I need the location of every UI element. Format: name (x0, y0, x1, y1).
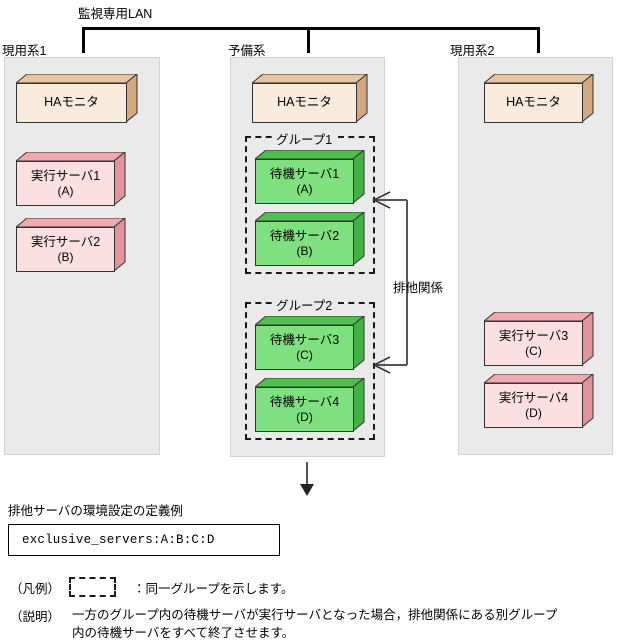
box-sublabel: (A) (57, 183, 74, 198)
box-label: 待機サーバ2 (269, 228, 340, 243)
box-face: 待機サーバ1 (A) (255, 159, 354, 204)
lan-drop-genyo1 (82, 27, 85, 53)
box-label: HAモニタ (277, 95, 332, 110)
box-face: 待機サーバ4 (D) (255, 387, 354, 432)
box-label: 実行サーバ1 (30, 168, 101, 183)
box-sublabel: (D) (525, 405, 542, 420)
box-sublabel: (D) (296, 409, 313, 424)
definition-title: 排他サーバの環境設定の定義例 (8, 504, 183, 518)
box-label: 待機サーバ4 (269, 394, 340, 409)
exclusion-relation-label: 排他関係 (393, 281, 444, 295)
flow-down-arrow-icon (300, 462, 314, 496)
group-label-1: グループ1 (272, 129, 337, 148)
box-label: 待機サーバ1 (269, 166, 340, 181)
box-face: 実行サーバ3 (C) (484, 321, 583, 366)
legend-description: ：同一グループを示します。 (133, 582, 294, 596)
box-face: HAモニタ (16, 83, 127, 123)
legend-dashed-swatch (69, 577, 116, 597)
box-label: HAモニタ (506, 95, 561, 110)
box-face: 実行サーバ4 (D) (484, 383, 583, 428)
box-standby-server-1: 待機サーバ1 (A) (255, 150, 365, 204)
box-face: HAモニタ (252, 83, 357, 123)
lan-drop-yobi (307, 27, 310, 53)
box-face: 待機サーバ3 (C) (255, 325, 354, 370)
box-face: 待機サーバ2 (B) (255, 221, 354, 266)
config-example-box: exclusive_servers:A:B:C:D (8, 524, 280, 556)
box-sublabel: (C) (296, 347, 313, 362)
description-key-label: （説明） (10, 610, 61, 624)
box-sublabel: (A) (296, 181, 313, 196)
legend-key-label: （凡例） (10, 582, 61, 596)
box-running-server-2: 実行サーバ2 (B) (16, 218, 126, 272)
config-example-text: exclusive_servers:A:B:C:D (22, 533, 215, 547)
lan-bus-line (82, 27, 540, 30)
box-face: 実行サーバ2 (B) (16, 227, 115, 272)
box-standby-server-3: 待機サーバ3 (C) (255, 316, 365, 370)
exclusion-bracket (372, 191, 408, 374)
group-label-2: グループ2 (272, 295, 337, 314)
box-face: HAモニタ (484, 83, 583, 123)
box-ha-monitor-genyo2: HAモニタ (484, 74, 594, 123)
panel-title-yobi: 予備系 (228, 44, 266, 58)
box-sublabel: (B) (57, 249, 74, 264)
lan-drop-genyo2 (537, 27, 540, 53)
box-label: 実行サーバ2 (30, 234, 101, 249)
box-running-server-1: 実行サーバ1 (A) (16, 152, 126, 206)
box-running-server-3: 実行サーバ3 (C) (484, 312, 594, 366)
box-sublabel: (C) (525, 343, 542, 358)
panel-title-genyo2: 現用系2 (450, 44, 495, 58)
lan-label: 監視専用LAN (78, 7, 153, 21)
description-text: 一方のグループ内の待機サーバが実行サーバとなった場合，排他関係にある別グループ … (72, 608, 558, 641)
box-face: 実行サーバ1 (A) (16, 161, 115, 206)
box-label: 実行サーバ4 (498, 390, 569, 405)
box-sublabel: (B) (296, 243, 313, 258)
box-label: 実行サーバ3 (498, 328, 569, 343)
box-ha-monitor-yobi: HAモニタ (252, 74, 368, 123)
box-label: 待機サーバ3 (269, 332, 340, 347)
box-ha-monitor-genyo1: HAモニタ (16, 74, 138, 123)
box-standby-server-2: 待機サーバ2 (B) (255, 212, 365, 266)
box-label: HAモニタ (44, 95, 99, 110)
box-running-server-4: 実行サーバ4 (D) (484, 374, 594, 428)
box-standby-server-4: 待機サーバ4 (D) (255, 378, 365, 432)
panel-title-genyo1: 現用系1 (2, 44, 47, 58)
